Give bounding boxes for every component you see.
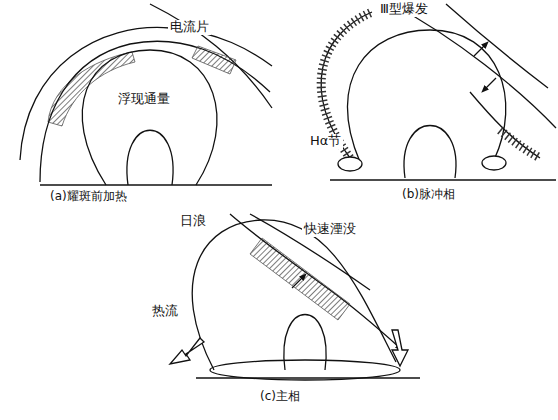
part-label: 浮现通量: [116, 92, 172, 107]
part-label: Ⅲ型爆发: [378, 2, 430, 17]
panel-caption: (a)耀斑前加热: [48, 190, 129, 204]
part-label: 热流: [150, 304, 180, 319]
panel-caption: (b)脉冲相: [400, 188, 457, 202]
part-label: 快速湮没: [302, 222, 358, 237]
part-label: 日浪: [178, 214, 208, 229]
part-label: Hα节: [308, 134, 343, 149]
panel-caption: (c)主相: [258, 390, 302, 404]
part-label: 电流片: [168, 20, 211, 35]
